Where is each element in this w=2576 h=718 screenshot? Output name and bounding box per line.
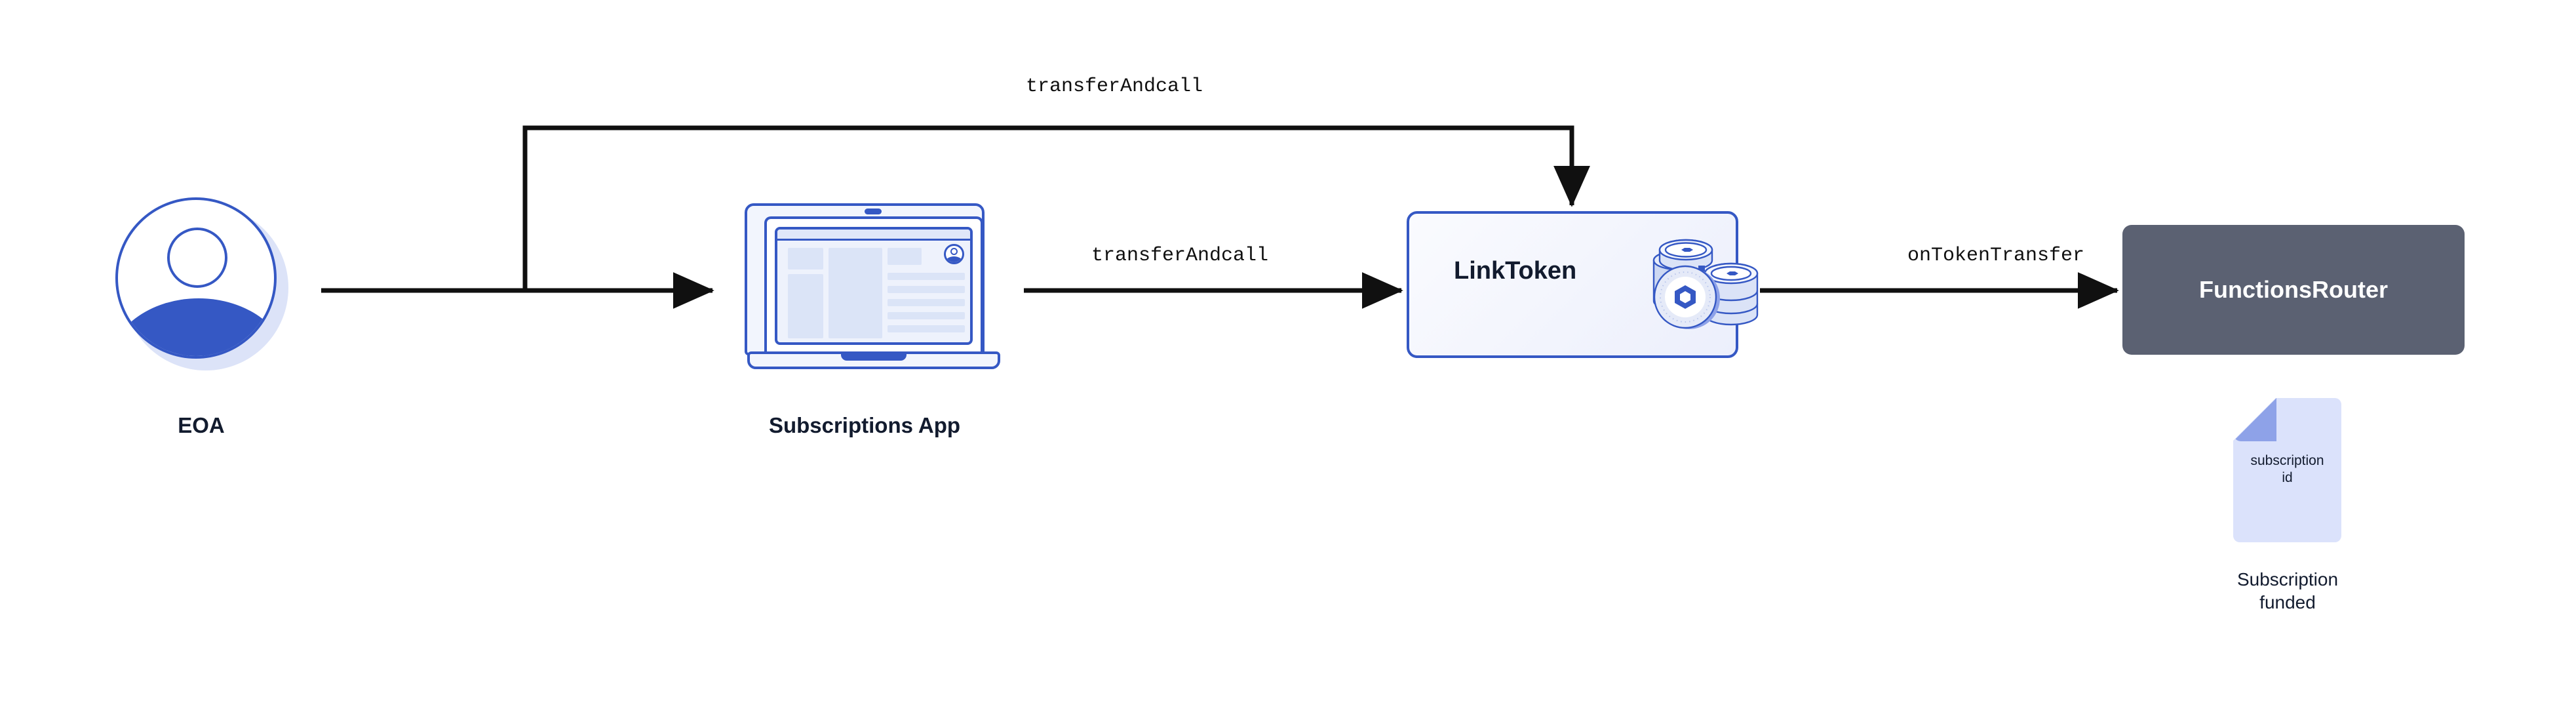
eoa-label: EOA [178,413,225,437]
screen-user-icon [944,244,964,264]
screen-block [888,248,922,265]
screen-titlebar [777,229,970,241]
avatar-head-shape [167,228,227,288]
subscriptions-app-label: Subscriptions App [768,413,961,437]
screen-block [788,274,823,338]
screen-user-head [950,248,958,255]
linktoken-label: LinkToken [1454,257,1577,285]
screen-user-body [946,256,962,262]
screen-block [888,273,965,280]
user-avatar-icon [115,197,277,359]
subscriptions-app-node[interactable] [738,203,1000,375]
screen-block [888,286,965,293]
edge-label-right: onTokenTransfer [1907,245,2085,267]
subscription-document-node[interactable]: subscription id [2233,398,2341,542]
eoa-node[interactable] [113,195,290,372]
screen-block [788,248,823,269]
laptop-screen [775,227,973,345]
subscription-funded-caption: Subscription funded [2236,569,2339,612]
laptop-camera-dot [865,209,882,214]
edge-label-top: transferAndcall [1025,75,1203,98]
subscription-id-text: subscription id [2250,453,2324,485]
edge-label-middle: transferAndcall [1091,245,1269,267]
screen-block [829,248,882,338]
screen-block [888,299,965,306]
laptop-trackpad-notch [841,351,907,361]
screen-block [888,325,965,332]
link-coins-icon [1652,239,1759,329]
functions-router-label: FunctionsRouter [2199,276,2388,303]
laptop-icon [745,203,1000,369]
functions-router-node[interactable] [2122,225,2465,355]
avatar-body-shape [118,298,274,356]
screen-block [888,312,965,319]
